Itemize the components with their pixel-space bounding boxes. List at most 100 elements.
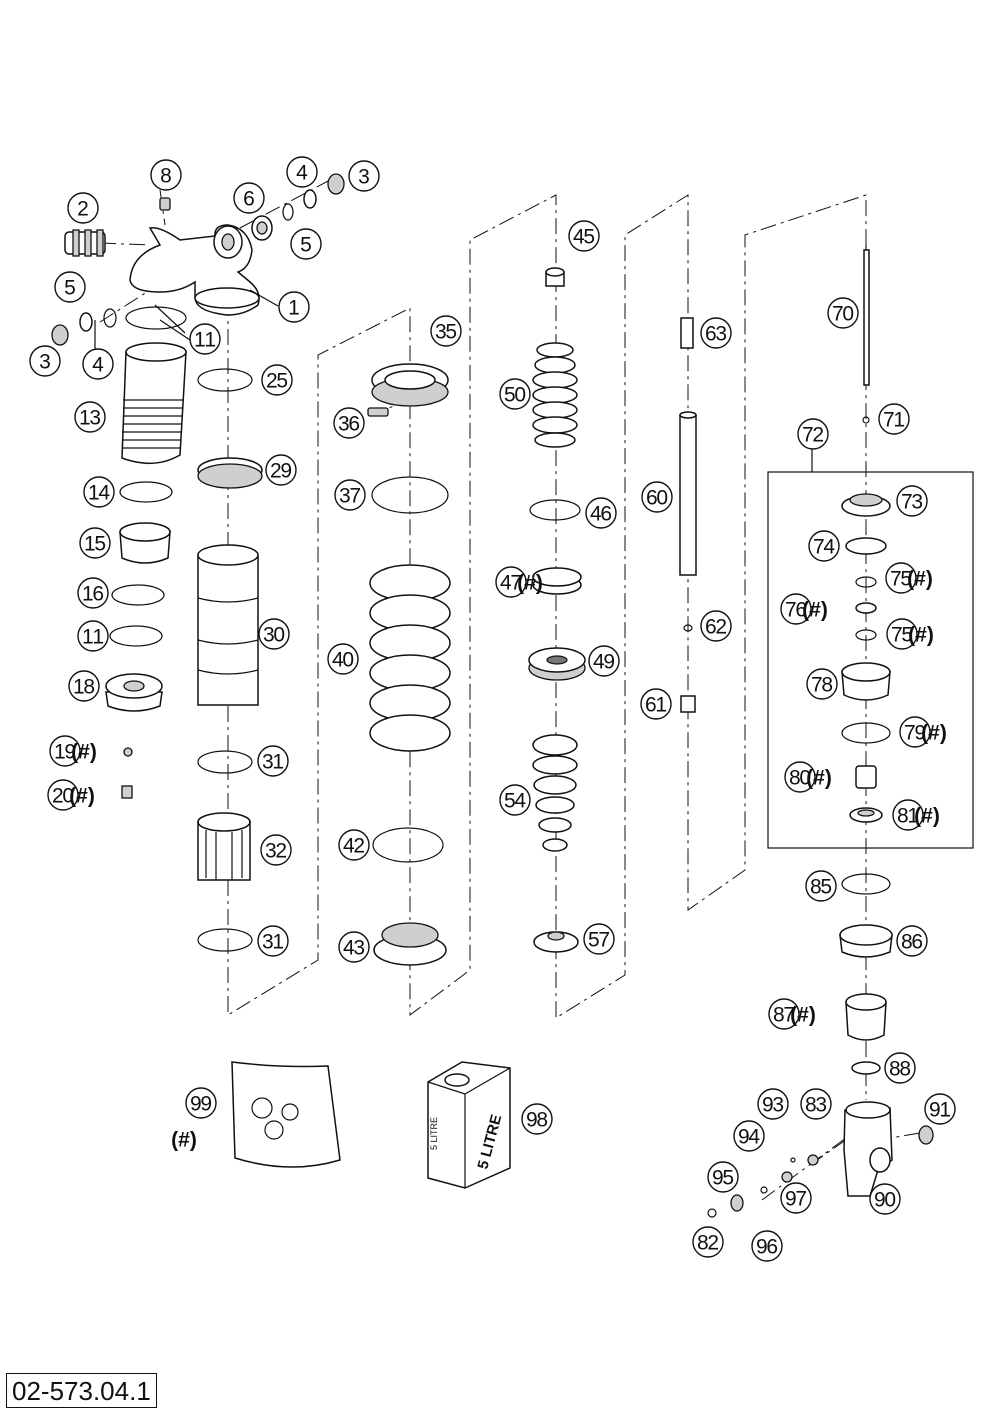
callout-circle — [47, 779, 79, 811]
callout-number: 75 — [890, 568, 912, 591]
callout-circle — [499, 378, 531, 410]
part-cap-3 — [327, 173, 345, 195]
optional-marker: (#) — [790, 1004, 816, 1027]
part-pin-63 — [680, 317, 694, 349]
callout-circle — [430, 315, 462, 347]
part-nut-45 — [545, 267, 565, 287]
callout-number: 1 — [288, 297, 300, 320]
callout-number: 72 — [802, 424, 824, 447]
callout-11: 11 — [77, 620, 109, 652]
callout-54: 54 — [499, 784, 531, 816]
callout-81: 81(#) — [892, 799, 940, 831]
part-adjuster-2 — [64, 229, 106, 257]
part-cap-86 — [839, 924, 893, 958]
callout-number: 90 — [874, 1189, 896, 1212]
part-shim-75 — [855, 576, 877, 588]
callout-circle — [348, 160, 380, 192]
callout-circle — [83, 476, 115, 508]
optional-marker: (#) — [171, 1129, 197, 1152]
callout-number: 63 — [705, 323, 727, 346]
part-ball-93 — [790, 1157, 796, 1163]
part-oring-11b — [109, 625, 163, 647]
callout-79: 79(#) — [899, 716, 947, 748]
callout-circle — [261, 364, 293, 396]
part-washer-57 — [533, 931, 579, 953]
callout-50: 50 — [499, 378, 531, 410]
callout-11: 11 — [189, 323, 221, 355]
callout-circle — [641, 481, 673, 513]
callout-57: 57 — [583, 923, 615, 955]
callout-number: 32 — [265, 840, 287, 863]
callout-circle — [588, 645, 620, 677]
part-cap-18 — [105, 673, 163, 712]
callout-number: 4 — [296, 162, 308, 185]
callout-97: 97 — [780, 1182, 812, 1214]
optional-marker: (#) — [71, 741, 97, 764]
part-washer-74 — [845, 537, 887, 555]
optional-marker: (#) — [517, 572, 543, 595]
callout-46: 46 — [585, 497, 617, 529]
part-ring-5b — [103, 308, 117, 328]
callout-99: 99(#) — [171, 1087, 217, 1152]
callout-circle — [640, 688, 672, 720]
callout-15: 15 — [79, 527, 111, 559]
callout-circle — [806, 668, 838, 700]
callout-circle — [338, 931, 370, 963]
callout-75: 75(#) — [885, 562, 933, 594]
part-seat-43 — [373, 922, 447, 966]
callout-6: 6 — [233, 182, 265, 214]
part-ring-25 — [197, 368, 253, 392]
callout-number: 79 — [904, 722, 926, 745]
part-plug-91 — [918, 1125, 934, 1145]
callout-83: 83 — [800, 1088, 832, 1120]
part-oring-11 — [125, 306, 187, 330]
callout-number: 93 — [762, 1094, 784, 1117]
callout-number: 71 — [883, 409, 905, 432]
part-ring-79 — [841, 722, 891, 744]
callout-88: 88 — [884, 1052, 916, 1084]
part-washer-4b — [79, 312, 93, 332]
callout-62: 62 — [700, 610, 732, 642]
group-box-72 — [767, 471, 974, 849]
part-eye-90 — [843, 1101, 893, 1197]
callout-number: 85 — [810, 876, 832, 899]
callout-76: 76(#) — [780, 593, 828, 625]
callout-35: 35 — [430, 315, 462, 347]
callout-16: 16 — [77, 577, 109, 609]
callout-circle — [768, 998, 800, 1030]
part-valve-19 — [123, 747, 133, 757]
callout-circle — [495, 566, 527, 598]
callout-number: 94 — [738, 1126, 760, 1149]
part-shim-75b — [855, 629, 877, 641]
document-code: 02-573.04.1 — [6, 1373, 157, 1408]
part-piston-49 — [528, 647, 586, 681]
callout-19: 19(#) — [49, 735, 97, 767]
callout-number: 31 — [262, 931, 284, 954]
part-bumper-50 — [532, 342, 578, 448]
callout-circle — [185, 1087, 217, 1119]
callout-32: 32 — [260, 834, 292, 866]
callout-number: 97 — [785, 1188, 807, 1211]
callout-number: 96 — [756, 1236, 778, 1259]
callout-number: 42 — [343, 835, 365, 858]
callout-number: 43 — [343, 937, 365, 960]
callout-number: 11 — [82, 626, 104, 649]
callout-72: 72 — [797, 418, 829, 450]
callout-circle — [233, 182, 265, 214]
callout-number: 31 — [262, 751, 284, 774]
callout-number: 45 — [573, 226, 595, 249]
callout-number: 95 — [712, 1167, 734, 1190]
callout-3: 3 — [29, 345, 61, 377]
part-reservoir-13 — [121, 342, 187, 464]
callout-78: 78 — [806, 668, 838, 700]
part-screw-96 — [730, 1194, 744, 1212]
callout-number: 82 — [697, 1232, 719, 1255]
callout-circle — [878, 403, 910, 435]
part-screw-8 — [159, 197, 171, 211]
callout-4: 4 — [286, 156, 318, 188]
callout-86: 86 — [896, 925, 928, 957]
callout-circle — [869, 1183, 901, 1215]
callout-number: 5 — [300, 234, 312, 257]
callout-number: 13 — [79, 407, 101, 430]
callout-number: 46 — [590, 503, 612, 526]
